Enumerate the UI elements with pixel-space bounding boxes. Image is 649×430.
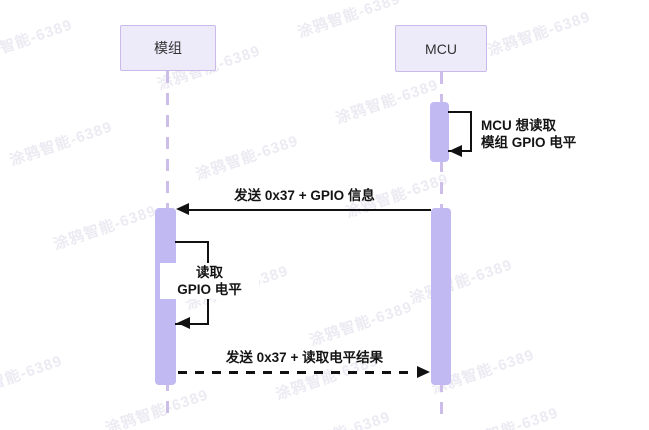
watermark-text: 涂鸦智能-6389: [307, 298, 415, 350]
self-message-mcu-label: MCU 想读取 模组 GPIO 电平: [481, 117, 576, 151]
watermark-text: 涂鸦智能-6389: [51, 202, 159, 254]
watermark-text: 涂鸦智能-6389: [0, 16, 75, 68]
message-send-result-label: 发送 0x37 + 读取电平结果: [225, 350, 384, 365]
self-loop-module-arrowhead-icon: [177, 316, 190, 329]
activation-bar-mcu-1: [430, 102, 449, 162]
watermark-text: 涂鸦智能-6389: [485, 8, 593, 60]
message-send-gpio-label: 发送 0x37 + GPIO 信息: [234, 188, 375, 203]
self-message-module-line1: 读取: [196, 265, 223, 280]
watermark-text: 涂鸦智能-6389: [295, 0, 403, 42]
message-send-result-arrowhead-icon: [417, 365, 430, 378]
watermark-text: 涂鸦智能-6389: [453, 404, 561, 430]
watermark-text: 涂鸦智能-6389: [0, 352, 65, 404]
self-message-module-label: 读取 GPIO 电平: [160, 263, 259, 299]
watermark-text: 涂鸦智能-6389: [193, 132, 301, 184]
actor-label-mcu: MCU: [425, 40, 457, 57]
message-send-gpio-arrowhead-icon: [176, 203, 189, 215]
watermark-text: 涂鸦智能-6389: [333, 76, 441, 128]
watermark-text: 涂鸦智能-6389: [7, 118, 115, 170]
watermark-text: 涂鸦智能-6389: [285, 406, 393, 430]
activation-bar-mcu-2: [431, 208, 451, 385]
actor-box-module: 模组: [120, 25, 216, 71]
watermark-text: 涂鸦智能-6389: [407, 256, 515, 308]
self-message-mcu-line2: 模组 GPIO 电平: [481, 135, 577, 150]
self-message-module-line2: GPIO 电平: [177, 282, 242, 297]
message-send-result-line: [178, 371, 415, 374]
message-send-gpio-line: [188, 208, 431, 211]
self-message-mcu-line1: MCU 想读取: [481, 118, 556, 133]
actor-box-mcu: MCU: [395, 25, 487, 72]
watermark-text: 涂鸦智能-6389: [103, 386, 211, 430]
self-loop-mcu-arrowhead-icon: [449, 144, 462, 157]
actor-label-module: 模组: [154, 40, 182, 56]
